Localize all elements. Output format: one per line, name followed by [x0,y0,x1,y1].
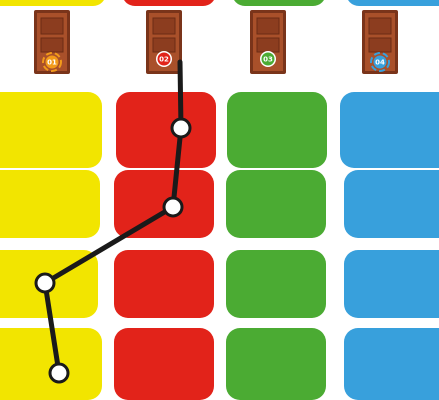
path-node[interactable] [172,119,190,137]
path-node[interactable] [164,198,182,216]
path-line [45,62,181,373]
path-node[interactable] [36,274,54,292]
path-node[interactable] [50,364,68,382]
